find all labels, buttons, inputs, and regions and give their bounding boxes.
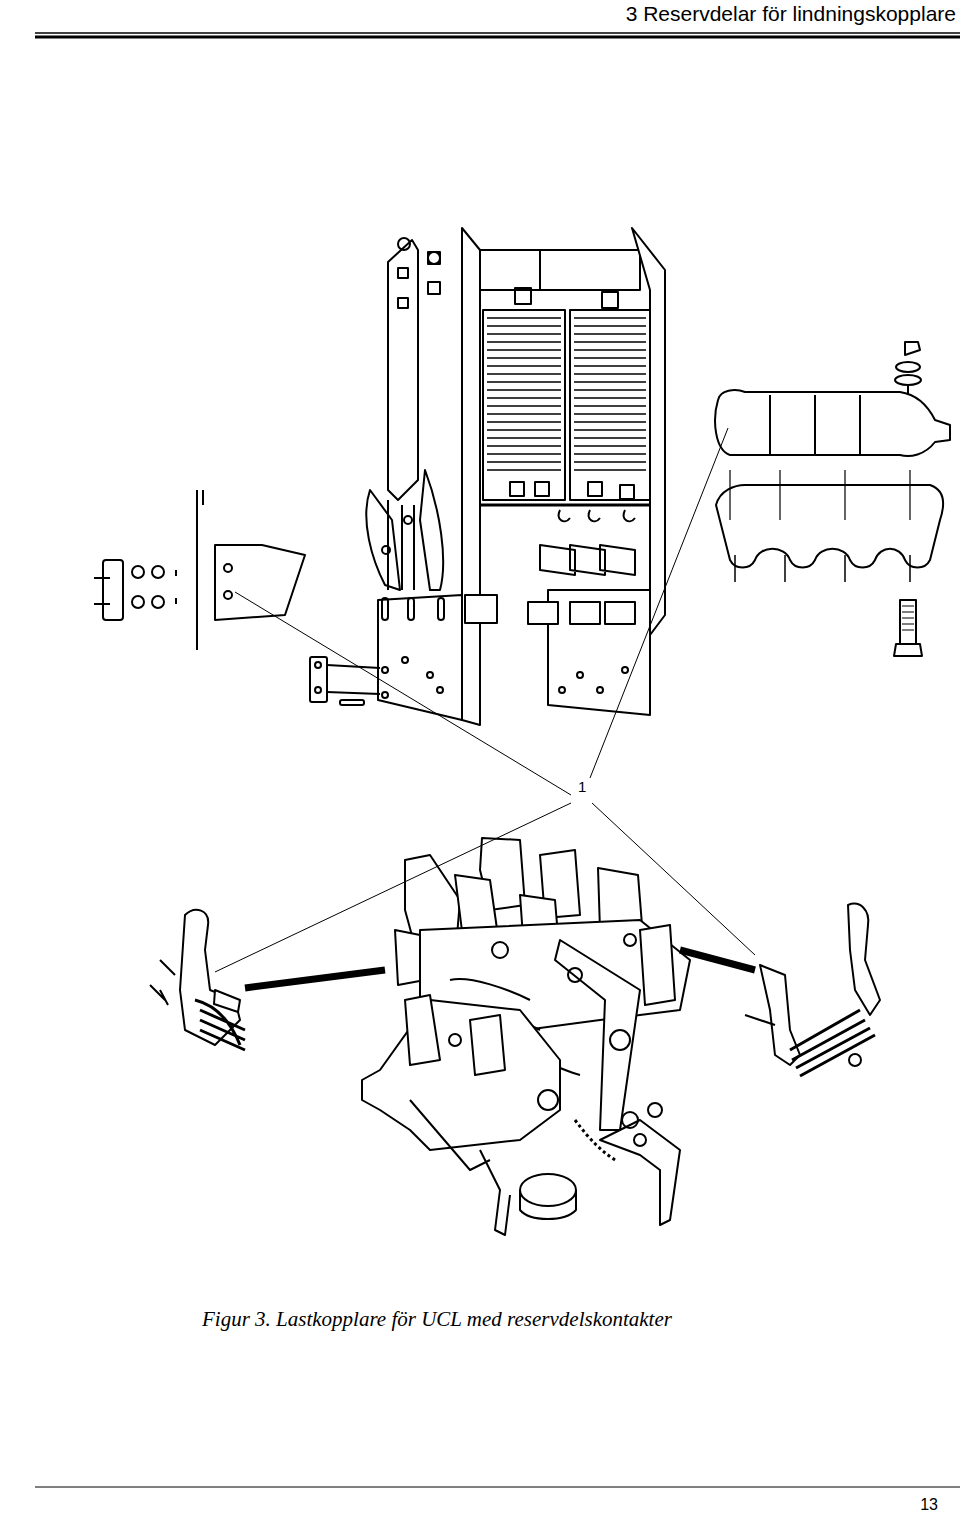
running-header: 3 Reservdelar för lindningskopplare	[626, 2, 956, 25]
spring-arm	[150, 910, 385, 1050]
header-rule	[35, 32, 960, 34]
moving-contact-set	[715, 342, 950, 656]
header-rule	[35, 36, 960, 39]
side-frame	[528, 228, 665, 715]
diverter-switch-mechanism	[362, 838, 690, 1235]
leader-line	[215, 428, 755, 972]
figure-caption: Figur 3. Lastkopplare för UCL med reserv…	[202, 1308, 672, 1331]
transition-resistors	[480, 250, 655, 521]
page-number: 13	[920, 1496, 938, 1514]
contact-hardware	[94, 490, 380, 705]
side-frame	[366, 228, 497, 725]
footer-rule	[35, 1487, 960, 1488]
callout-number: 1	[576, 779, 588, 796]
spring-arm	[680, 904, 880, 1076]
